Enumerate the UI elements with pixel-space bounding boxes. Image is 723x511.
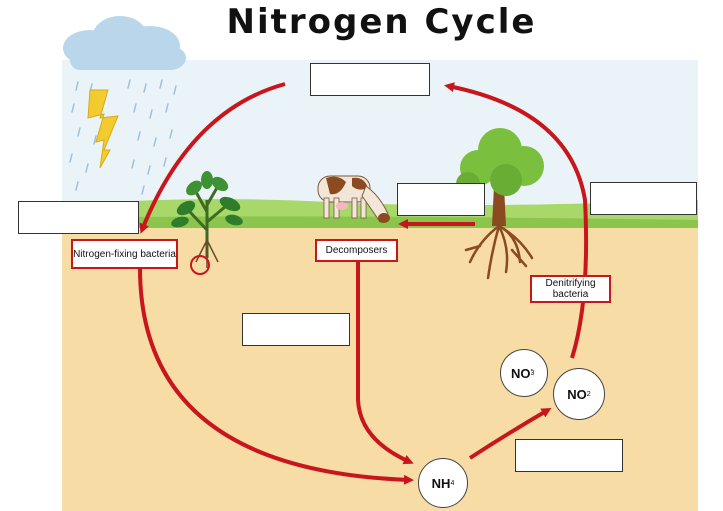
label-decomposers: Decomposers [315, 239, 398, 262]
arrow-decomposers-to-nh4 [356, 262, 414, 465]
answer-box-consumers[interactable] [397, 183, 485, 216]
compound-no3-base: NO [510, 365, 531, 381]
arrow-denitrification [444, 82, 589, 359]
cow-icon [317, 175, 390, 223]
lightning-icon [87, 89, 119, 169]
compound-nh4-base: NH [431, 475, 451, 491]
answer-box-lightning[interactable] [18, 201, 139, 234]
label-denitrifying-bacteria: Denitrifying bacteria [530, 275, 611, 303]
answer-box-right[interactable] [590, 182, 697, 215]
compound-no2-base: NO [567, 386, 587, 402]
compound-nh4-sub: 4 [450, 479, 455, 487]
label-nitrogen-fixing-bacteria: Nitrogen-fixing bacteria [71, 239, 178, 269]
answer-box-atmosphere[interactable] [310, 63, 430, 96]
tree-icon [456, 128, 544, 280]
cycle-arrows [138, 82, 589, 485]
compound-no2-sub: 2 [586, 390, 591, 398]
answer-box-middle[interactable] [242, 313, 350, 346]
rain-cloud-icon [63, 16, 186, 195]
compound-no3-sup: - [530, 364, 534, 374]
root-nodule-marker [190, 255, 210, 275]
answer-box-bottom-right[interactable] [515, 439, 623, 472]
arrow-fixation-to-nh4 [138, 267, 414, 485]
arrow-atmosphere-to-soil [139, 82, 286, 234]
arrow-nh4-to-nitrite [468, 407, 552, 460]
page-title: Nitrogen Cycle [226, 2, 537, 42]
compound-no3-sub: 3 [530, 369, 535, 377]
plant-icon [171, 171, 243, 268]
